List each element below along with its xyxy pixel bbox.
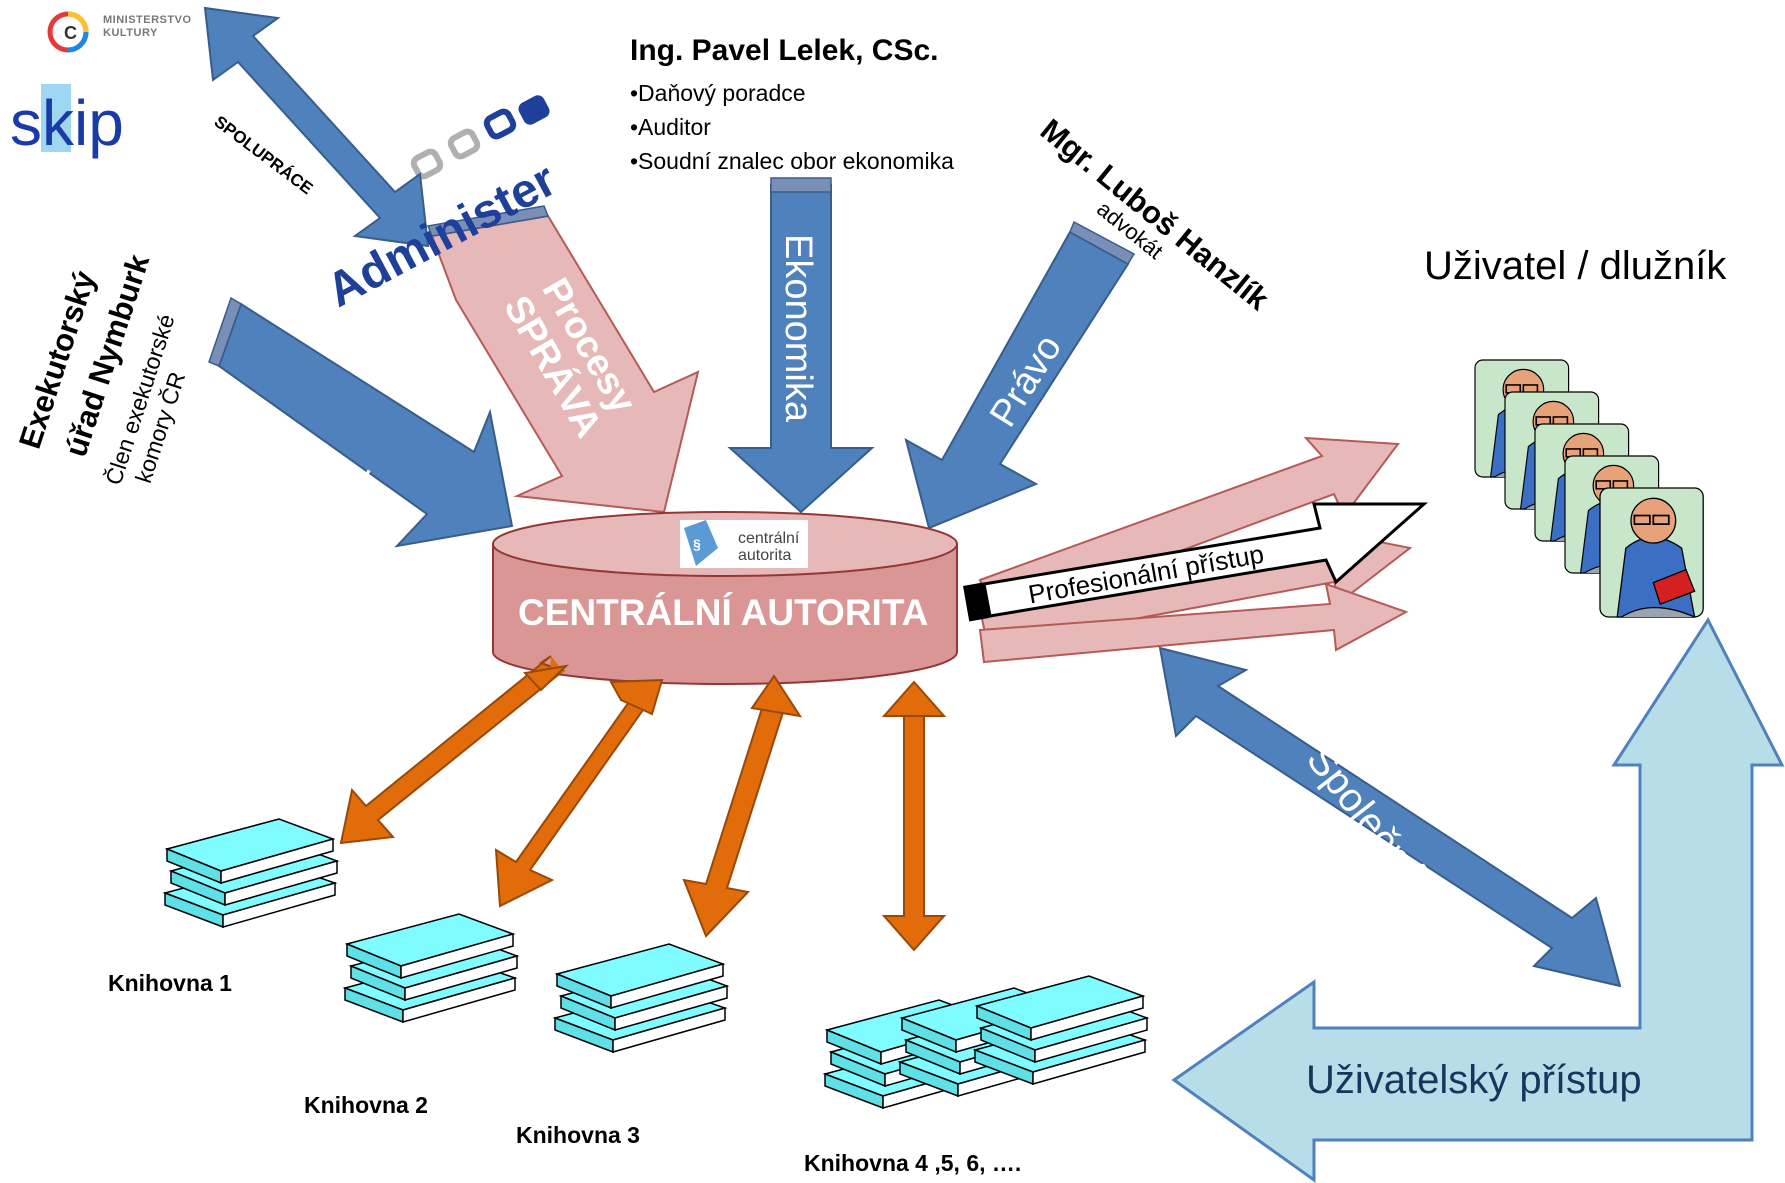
library-1-label: Knihovna 1 [108,970,232,996]
orange-link-4 [881,680,947,952]
library-1-books-icon [164,818,338,928]
pravo-arrow [904,230,1130,530]
ministry-line-2: KULTURY [103,27,158,39]
orange-link-1 [339,655,570,845]
central-logo-text: centrální autorita [738,530,799,564]
orange-link-2 [494,678,664,908]
library-3-books-icon [554,943,728,1053]
ministry-logo-icon: C [47,11,89,53]
user-title: Uživatel / dlužník [1424,244,1727,288]
uzivatelsky-label: Uživatelský přístup [1306,1058,1642,1102]
auditor-role-2: •Auditor [630,114,711,140]
central-label: CENTRÁLNÍ AUTORITA [518,592,929,633]
reader-icon-5 [1599,487,1705,618]
library-2-label: Knihovna 2 [304,1092,428,1118]
procesy-arrow [430,214,700,514]
ekonomika-label: Ekonomika [777,234,819,422]
auditor-role-1: •Daňový poradce [630,80,806,106]
auditor-name: Ing. Pavel Lelek, CSc. [630,34,939,67]
library-4-label: Knihovna 4 ,5, 6, …. [804,1150,1022,1176]
ministry-logo-text: MINISTERSTVO KULTURY [103,14,192,40]
central-logo-line-2: autorita [738,547,792,564]
exekutiva-arrow-tail [208,296,242,367]
orange-link-3 [682,674,803,938]
administer-logo-icon [410,95,550,180]
auditor-role-3: •Soudní znalec obor ekonomika [630,148,954,174]
library-2-books-icon [344,913,518,1023]
spoluprace-arrow [203,6,430,248]
ministry-line-1: MINISTERSTVO [103,14,192,26]
profesionalni-arrow [982,502,1428,618]
exekutiva-arrow [217,302,514,548]
skip-logo-highlight [41,84,71,152]
ekonomika-arrow-tail [770,177,832,193]
skip-logo: skip [10,87,124,159]
library-3-label: Knihovna 3 [516,1122,640,1148]
spolecny-arrow [1158,646,1622,988]
central-logo-line-1: centrální [738,530,800,547]
profesionalni-arrow-tail [963,582,989,622]
ekonomika-arrow [727,184,875,514]
central-cylinder [492,511,958,685]
uzivatelsky-arrow [1171,617,1785,1183]
central-logo-icon: § [680,520,808,568]
pink-out-arrow-3 [978,582,1409,664]
pravo-arrow-tail [1069,220,1136,266]
svg-text:§: § [693,536,701,552]
auditor-roles: •Daňový poradce •Auditor •Soudní znalec … [630,76,954,178]
svg-text:C: C [64,23,77,43]
procesy-arrow-tail [426,205,550,237]
